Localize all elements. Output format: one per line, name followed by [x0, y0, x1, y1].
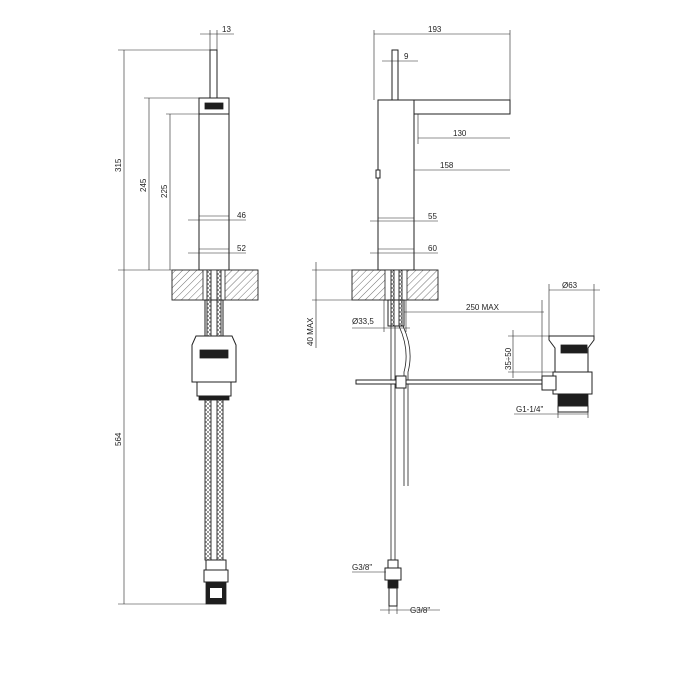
- front-dim-245: 245: [139, 178, 148, 192]
- side-dim-250max: 250 MAX: [466, 303, 500, 312]
- side-dim-waste-diameter: Ø63: [562, 281, 578, 290]
- front-dimensions: 13 315 245 225 46 52 564: [114, 25, 246, 605]
- front-dim-225: 225: [160, 184, 169, 198]
- side-spout: [413, 99, 511, 115]
- front-dim-13: 13: [222, 25, 231, 34]
- front-fitting: [191, 335, 237, 383]
- side-dim-60: 60: [428, 244, 437, 253]
- side-hose-back: [398, 325, 411, 486]
- side-hose-front: [390, 326, 396, 560]
- front-dim-564: 564: [114, 432, 123, 446]
- front-dim-52: 52: [237, 244, 246, 253]
- side-dim-130: 130: [453, 129, 467, 138]
- side-dim-158: 158: [440, 161, 454, 170]
- front-lever: [209, 49, 218, 99]
- side-dim-hole-diameter: Ø33,5: [352, 317, 374, 326]
- side-dim-hose-connection-bottom: G3/8": [410, 606, 430, 615]
- side-view: [351, 49, 543, 607]
- side-dim-193: 193: [428, 25, 442, 34]
- side-dim-waste-height: 35÷50: [504, 347, 513, 370]
- side-body: [377, 99, 415, 271]
- side-dim-55: 55: [428, 212, 437, 221]
- side-dimensions: 193 9 130 158 55 60 40 MAX Ø33,5 250 MAX: [306, 25, 600, 615]
- side-popup-rod: [355, 379, 543, 385]
- side-dim-hose-connection-left: G3/8": [352, 563, 372, 572]
- side-dim-9: 9: [404, 52, 409, 61]
- waste-detail: [541, 335, 595, 413]
- front-hose-right: [216, 399, 224, 561]
- front-body: [198, 113, 230, 271]
- side-lever: [391, 49, 399, 101]
- side-dim-waste-thread: G1-1/4": [516, 405, 543, 414]
- front-hose-left: [204, 399, 212, 561]
- front-dim-315: 315: [114, 158, 123, 172]
- side-dim-40max: 40 MAX: [306, 317, 315, 346]
- front-view: [171, 49, 259, 605]
- front-dim-46: 46: [237, 211, 246, 220]
